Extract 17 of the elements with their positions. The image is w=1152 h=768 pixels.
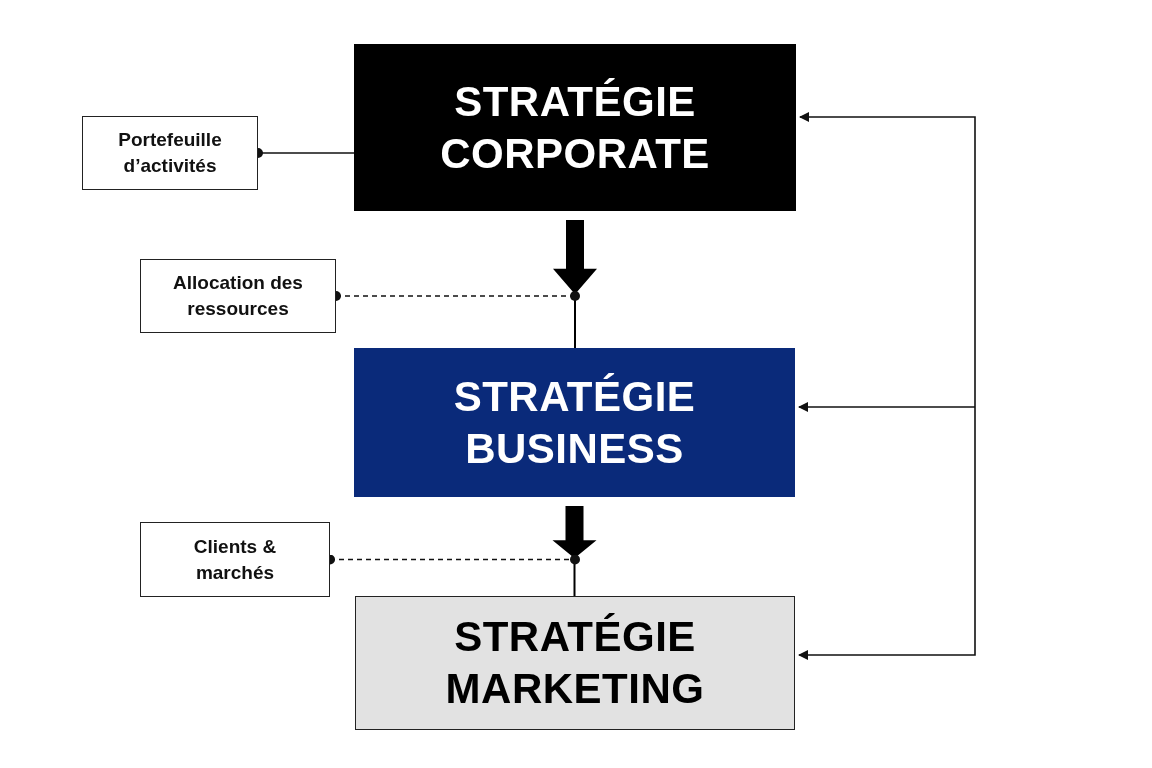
feedback-arrow — [799, 112, 976, 408]
strategy-box — [355, 596, 795, 730]
block-arrow — [553, 220, 597, 348]
feedback-arrow — [798, 402, 976, 412]
box-title: STRATÉGIE MARKETING — [444, 612, 706, 714]
box-title: STRATÉGIE BUSINESS — [452, 371, 697, 474]
note-box — [82, 116, 258, 190]
note-box — [140, 522, 330, 597]
box-label: Clients & marchés — [192, 534, 278, 585]
box-label: Portefeuille d’activités — [117, 128, 223, 178]
note-box — [140, 259, 336, 333]
feedback-arrow — [798, 406, 976, 660]
box-title: STRATÉGIE CORPORATE — [439, 76, 711, 179]
block-arrow — [552, 506, 597, 596]
strategy-box — [354, 44, 796, 211]
strategy-box — [354, 348, 795, 497]
box-label: Allocation des ressources — [172, 271, 304, 321]
